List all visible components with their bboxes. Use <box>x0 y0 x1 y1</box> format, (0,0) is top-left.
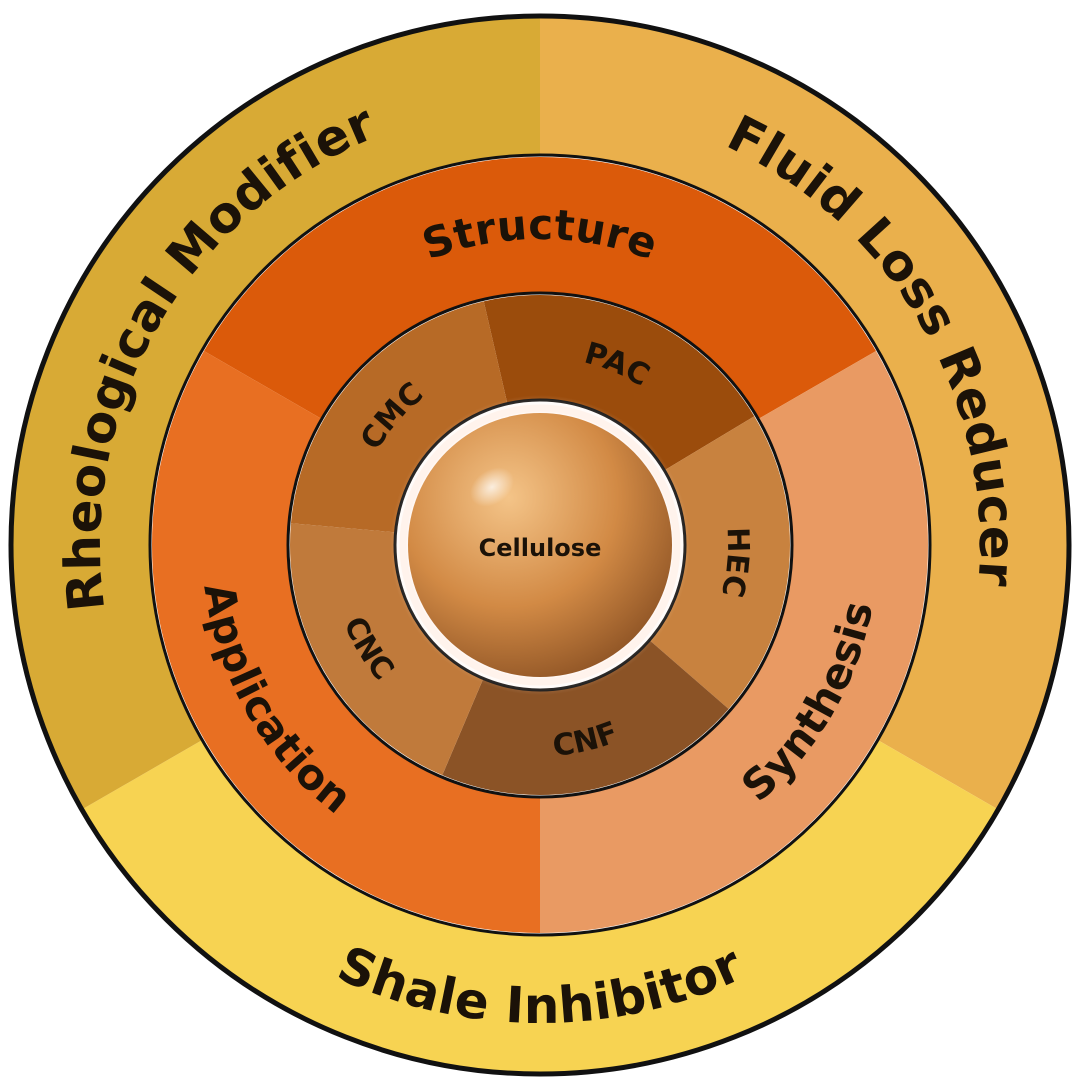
core-shine <box>470 467 514 507</box>
derivative-segment-cnc <box>289 523 484 776</box>
function-segment-rheological-modifier <box>13 18 541 809</box>
function-segment-shale-inhibitor <box>83 740 997 1072</box>
aspect-segment-structure <box>203 157 877 419</box>
derivative-segment-pac <box>483 295 755 471</box>
aspect-segment-application <box>152 351 541 933</box>
core-label: Cellulose <box>479 534 602 562</box>
function-ring-border <box>148 153 932 937</box>
aspect-ring-border <box>286 291 794 799</box>
core-sphere <box>408 413 672 677</box>
core-ring <box>399 404 681 686</box>
aspect-segment-synthesis <box>540 351 928 933</box>
derivative-segment-cmc <box>290 301 508 533</box>
outer-border <box>8 13 1072 1077</box>
derivative-segment-hec <box>649 416 791 710</box>
cellulose-core: Cellulose <box>390 395 690 695</box>
derivative-label-hec: HEC <box>714 527 755 600</box>
derivative-segment-cnf <box>442 640 729 795</box>
function-segment-fluid-loss-reducer <box>540 18 1067 809</box>
